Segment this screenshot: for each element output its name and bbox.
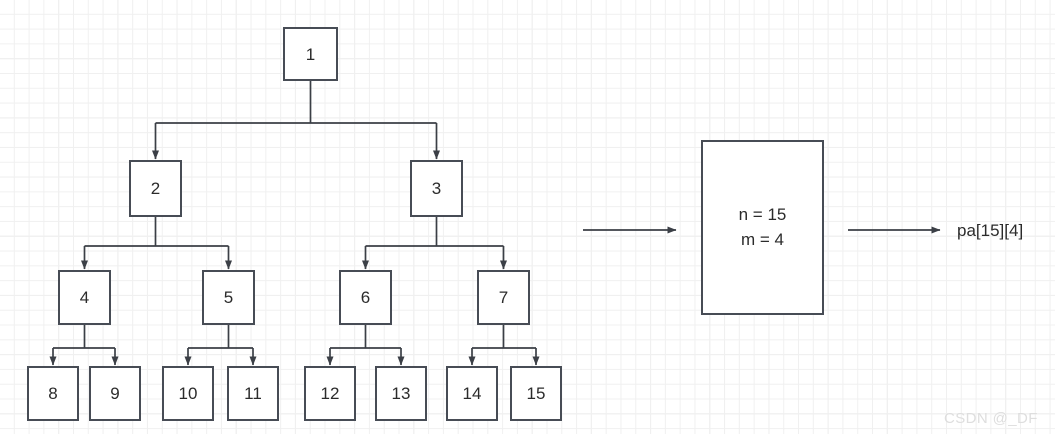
- tree-node-label: 5: [223, 288, 234, 307]
- tree-node-label: 11: [244, 384, 262, 403]
- tree-node-3: 3: [410, 160, 463, 217]
- process-line-n: n = 15: [738, 204, 787, 224]
- tree-node-label: 12: [320, 384, 340, 403]
- tree-node-label: 4: [79, 288, 90, 307]
- process-line-m: m = 4: [741, 229, 784, 249]
- process-box: n = 15 m = 4: [701, 140, 824, 315]
- tree-node-10: 10: [162, 366, 214, 421]
- tree-node-label: 9: [110, 384, 120, 403]
- tree-node-label: 15: [526, 384, 546, 403]
- tree-node-6: 6: [339, 270, 392, 325]
- tree-node-1: 1: [283, 27, 338, 81]
- edge-group: [49, 81, 540, 366]
- tree-node-label: 8: [48, 384, 58, 403]
- watermark: CSDN @_DF: [944, 410, 1038, 427]
- tree-node-4: 4: [58, 270, 111, 325]
- tree-node-label: 6: [360, 288, 371, 307]
- tree-node-15: 15: [510, 366, 562, 421]
- tree-node-12: 12: [304, 366, 356, 421]
- tree-node-label: 13: [391, 384, 411, 403]
- tree-node-label: 2: [150, 179, 161, 198]
- tree-node-label: 7: [498, 288, 509, 307]
- tree-node-11: 11: [227, 366, 279, 421]
- tree-node-label: 14: [462, 384, 482, 403]
- tree-node-8: 8: [27, 366, 79, 421]
- tree-node-5: 5: [202, 270, 255, 325]
- tree-node-label: 1: [305, 44, 316, 64]
- tree-node-label: 3: [431, 179, 442, 198]
- tree-node-7: 7: [477, 270, 530, 325]
- tree-node-9: 9: [89, 366, 141, 421]
- tree-node-label: 10: [178, 384, 198, 403]
- output-label: pa[15][4]: [957, 221, 1024, 240]
- tree-node-14: 14: [446, 366, 498, 421]
- tree-node-2: 2: [129, 160, 182, 217]
- tree-node-13: 13: [375, 366, 427, 421]
